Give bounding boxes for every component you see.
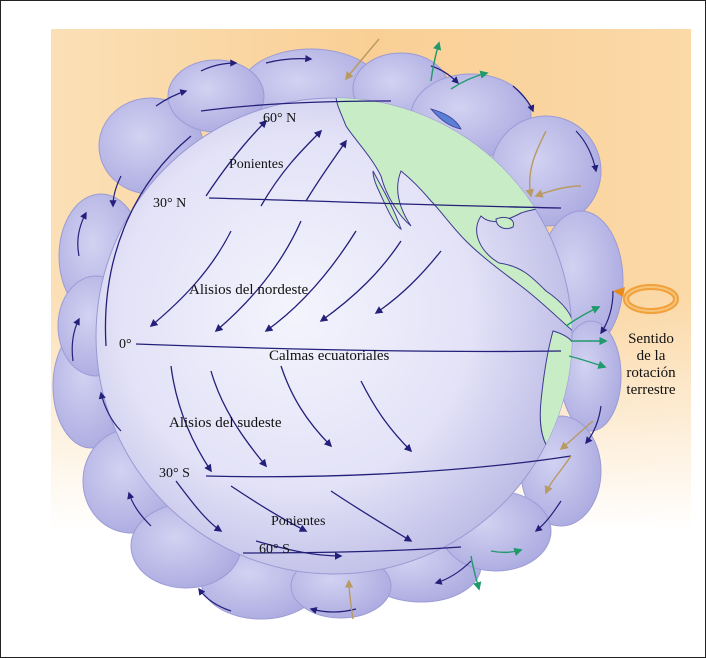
svg-text:Sentido: Sentido	[628, 331, 674, 347]
label-60s: 60° S	[259, 542, 290, 557]
label-westerlies-south: Ponientes	[271, 514, 325, 529]
svg-text:de la: de la	[637, 348, 666, 364]
label-ne-trades: Alisios del nordeste	[189, 282, 308, 298]
label-30s: 30° S	[159, 466, 190, 481]
svg-text:rotación: rotación	[626, 365, 676, 381]
label-equatorial-calms: Calmas ecuatoriales	[269, 348, 390, 364]
svg-text:terrestre: terrestre	[626, 382, 675, 398]
label-30n: 30° N	[153, 196, 186, 211]
label-0: 0°	[119, 337, 132, 352]
rotation-caption: Sentido de la rotación terrestre	[626, 331, 676, 398]
label-westerlies-north: Ponientes	[229, 157, 283, 172]
label-se-trades: Alisios del sudeste	[169, 415, 282, 431]
label-60n: 60° N	[263, 111, 296, 126]
